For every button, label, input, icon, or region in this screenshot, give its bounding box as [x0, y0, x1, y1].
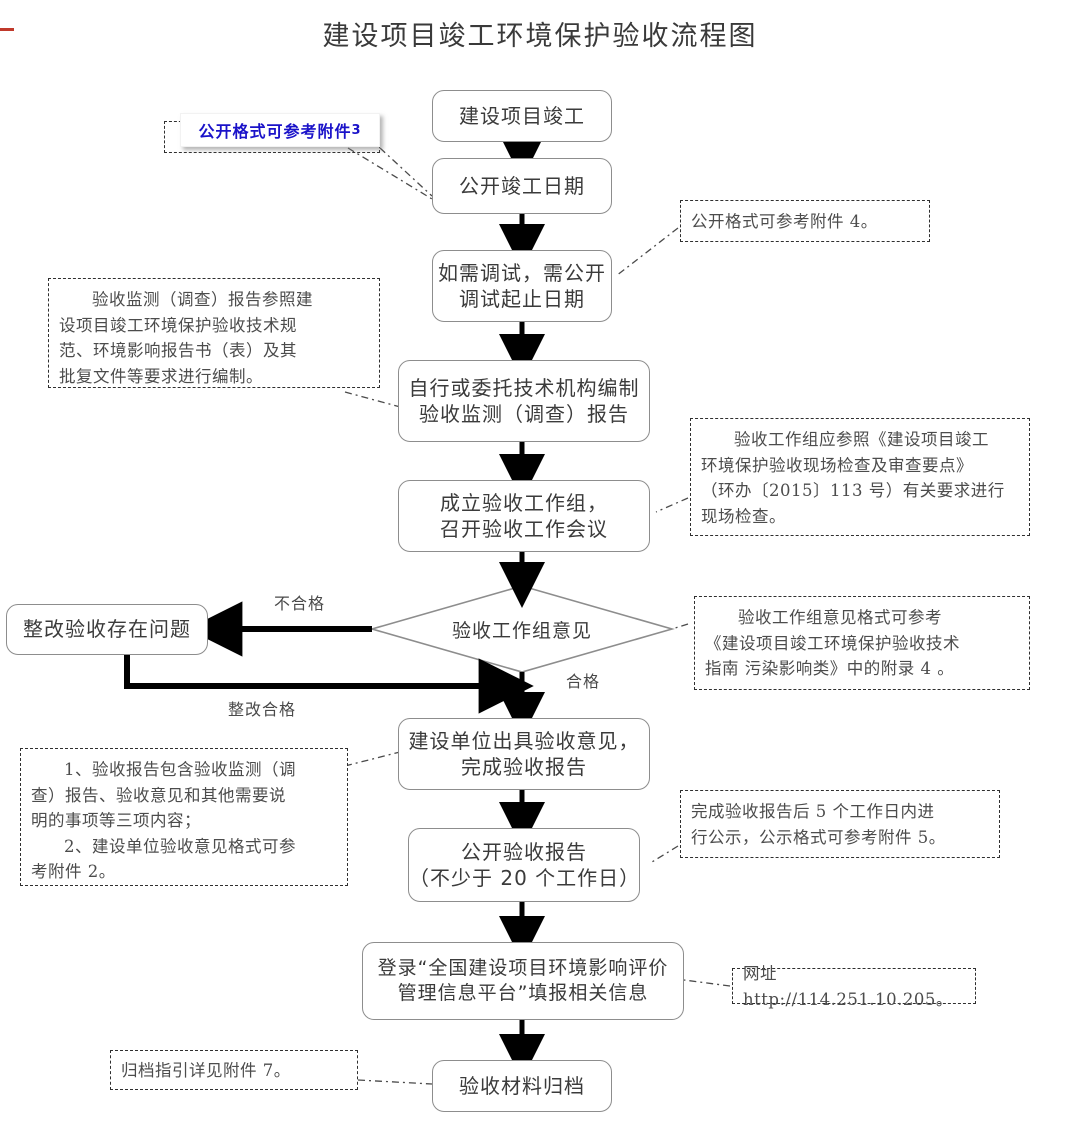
- node-report-to-eia-platform[interactable]: 登录“全国建设项目环境影响评价 管理信息平台”填报相关信息: [362, 942, 684, 1020]
- node-label: 整改验收存在问题: [23, 617, 191, 642]
- node-prepare-monitoring-report[interactable]: 自行或委托技术机构编制 验收监测（调查）报告: [398, 360, 650, 442]
- arrow-rework-return: [124, 655, 534, 714]
- red-corner-marker: [0, 28, 14, 31]
- node-form-acceptance-group[interactable]: 成立验收工作组， 召开验收工作会议: [398, 480, 650, 552]
- node-label-line1: 建设单位出具验收意见，: [408, 728, 640, 753]
- note-line-2: 环境保护验收现场检查及审查要点》: [701, 455, 973, 475]
- note-archive-guidance: 归档指引详见附件 7。: [110, 1050, 358, 1090]
- edge-label-fail: 不合格: [274, 594, 326, 613]
- note-line-1: 验收工作组意见格式可参考: [738, 608, 942, 627]
- leader-opinion: [671, 623, 689, 630]
- leader-report-note: [344, 391, 405, 409]
- leader-attach4: [615, 227, 679, 277]
- node-archive-materials[interactable]: 验收材料归档: [432, 1060, 612, 1112]
- node-label: 公开竣工日期: [459, 173, 585, 198]
- note-line-3: 指南 污染影响类》中的附录 4 。: [705, 659, 955, 679]
- node-project-completion[interactable]: 建设项目竣工: [432, 90, 612, 142]
- note-attachment4: 公开格式可参考附件 4。: [680, 200, 930, 242]
- node-rectify-issues[interactable]: 整改验收存在问题: [6, 604, 208, 655]
- node-label-line2: 验收监测（调查）报告: [419, 402, 629, 426]
- node-label-line1: 成立验收工作组，: [440, 490, 608, 515]
- node-publish-acceptance-report[interactable]: 公开验收报告 （不少于 20 个工作日）: [408, 828, 640, 902]
- note-line-1: 1、验收报告包含验收监测（调: [64, 760, 296, 779]
- note-line-1: 验收监测（调查）报告参照建: [92, 290, 313, 309]
- note-line-5: 考附件 2。: [31, 862, 116, 882]
- edge-label-pass: 合格: [566, 672, 601, 691]
- leader-publicity: [651, 845, 679, 863]
- note-line-2: 设项目竣工环境保护验收技术规: [59, 315, 297, 335]
- note-line-2: 查）报告、验收意见和其他需要说: [31, 785, 286, 805]
- note-line-4: 现场检查。: [701, 506, 786, 526]
- note-line-4: 批复文件等要求进行编制。: [59, 366, 263, 386]
- note-platform-url-text: 网址 http://114.251.10.205。: [743, 963, 953, 1009]
- node-issue-acceptance-opinion[interactable]: 建设单位出具验收意见， 完成验收报告: [398, 718, 650, 790]
- decision-acceptance-group-opinion[interactable]: 验收工作组意见: [422, 610, 622, 648]
- note-acceptance-report-contents: 1、验收报告包含验收监测（调 查）报告、验收意见和其他需要说 明的事项等三项内容…: [20, 748, 348, 886]
- node-label-line2: 调试起止日期: [459, 287, 585, 311]
- leader-url: [683, 979, 731, 987]
- note-attachment3-sup: 3: [351, 122, 362, 138]
- note-line-4: 2、建设单位验收意见格式可参: [64, 836, 296, 856]
- node-label-line1: 公开验收报告: [461, 839, 587, 864]
- leader-workgroup: [655, 497, 689, 513]
- note-archive-guidance-text: 归档指引详见附件 7。: [121, 1060, 291, 1080]
- decision-label: 验收工作组意见: [451, 619, 592, 642]
- note-monitoring-report: 验收监测（调查）报告参照建 设项目竣工环境保护验收技术规 范、环境影响报告书（表…: [48, 278, 380, 388]
- note-workgroup-opinion-format: 验收工作组意见格式可参考 《建设项目竣工环境保护验收技术 指南 污染影响类》中的…: [694, 596, 1030, 690]
- node-label: 建设项目竣工: [459, 103, 585, 128]
- note-line-3: 明的事项等三项内容；: [31, 811, 201, 831]
- node-label-line1: 登录“全国建设项目环境影响评价: [377, 956, 669, 979]
- leader-acceptance: [344, 751, 401, 767]
- note-attachment3-text: 公开格式可参考附件: [198, 122, 352, 141]
- edge-label-rework-pass: 整改合格: [228, 700, 297, 719]
- node-label: 验收材料归档: [459, 1073, 585, 1098]
- note-workgroup-inspection: 验收工作组应参照《建设项目竣工 环境保护验收现场检查及审查要点》 （环办〔201…: [690, 418, 1030, 536]
- note-line-3: （环办〔2015〕113 号）有关要求进行: [701, 481, 1005, 501]
- page-title: 建设项目竣工环境保护验收流程图: [322, 21, 758, 52]
- note-platform-url: 网址 http://114.251.10.205。: [732, 964, 976, 1009]
- node-label-line2: （不少于 20 个工作日）: [409, 866, 641, 890]
- node-publish-completion-date[interactable]: 公开竣工日期: [432, 158, 612, 214]
- note-line-1: 验收工作组应参照《建设项目竣工: [734, 430, 989, 449]
- note-publicity-window: 完成验收报告后 5 个工作日内进 行公示，公示格式可参考附件 5。: [680, 790, 1000, 858]
- leader-blue-note: [379, 147, 433, 197]
- node-label-line2: 召开验收工作会议: [440, 517, 608, 541]
- note-line-3: 范、环境影响报告书（表）及其: [59, 341, 297, 361]
- note-line-2: 《建设项目竣工环境保护验收技术: [705, 633, 960, 653]
- note-line-1: 完成验收报告后 5 个工作日内进: [691, 802, 935, 821]
- node-label-line2: 完成验收报告: [461, 755, 587, 779]
- leader-archive: [357, 1079, 433, 1085]
- node-commissioning-dates[interactable]: 如需调试，需公开 调试起止日期: [432, 250, 612, 322]
- node-label-line1: 如需调试，需公开: [438, 260, 606, 285]
- node-label-line2: 管理信息平台”填报相关信息: [397, 982, 649, 1004]
- note-attachment4-text: 公开格式可参考附件 4。: [691, 211, 878, 231]
- node-label-line1: 自行或委托技术机构编制: [408, 375, 640, 400]
- leader-blue-note-2: [347, 147, 433, 200]
- note-line-2: 行公示，公示格式可参考附件 5。: [691, 827, 946, 847]
